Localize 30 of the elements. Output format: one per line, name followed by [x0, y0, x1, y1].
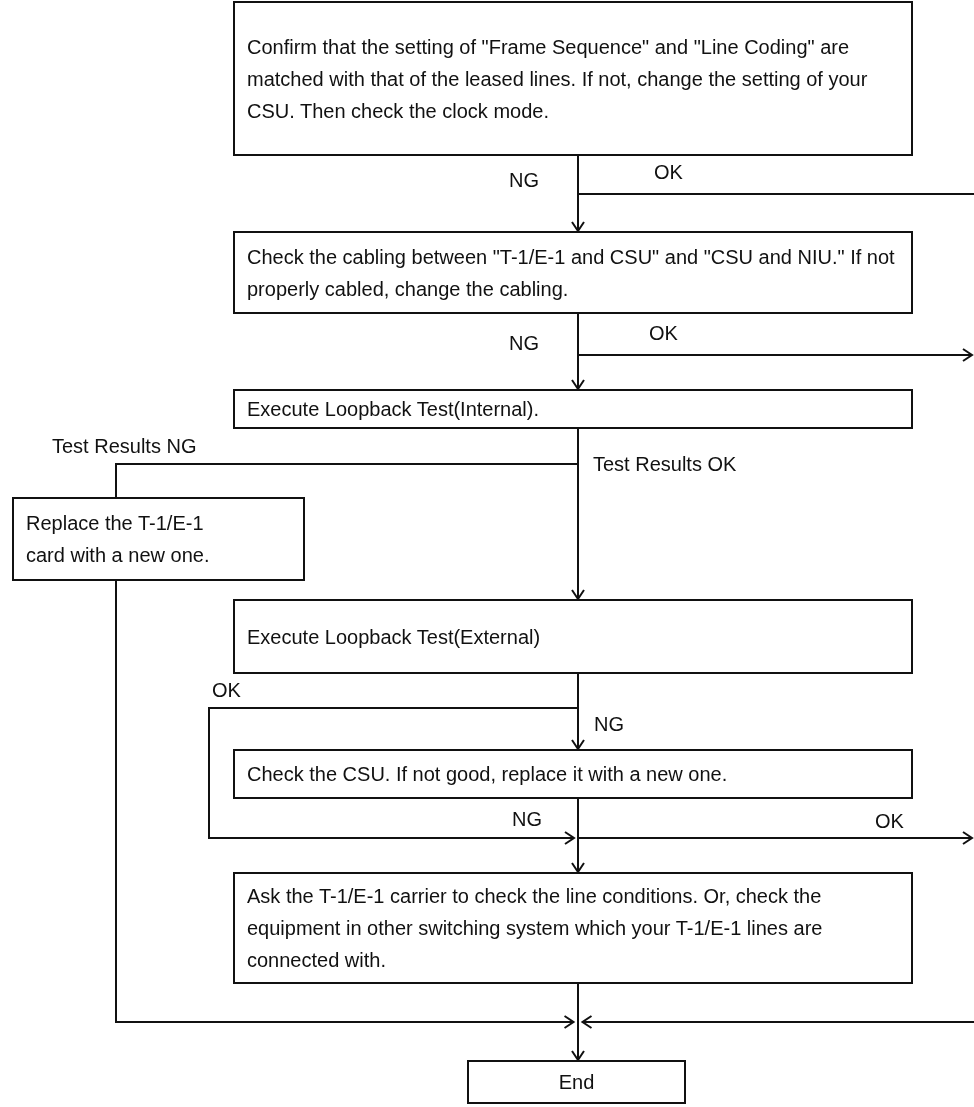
edge-label: OK — [654, 160, 683, 185]
branch-label: NG — [512, 807, 542, 832]
edge-label: Test Results OK — [593, 452, 738, 477]
connector-arrow — [571, 983, 585, 1061]
connector-arrow — [581, 1015, 974, 1029]
process-box — [233, 872, 913, 984]
box-text: Replace the T-1/E-1 card with a new one. — [26, 511, 211, 568]
process-box — [233, 389, 913, 429]
connector-arrow — [571, 428, 585, 600]
edge-label: OK — [649, 321, 678, 346]
connector-arrow — [115, 580, 575, 1029]
process-box — [233, 599, 913, 674]
edge-label: OK — [212, 678, 241, 703]
edge-label: Test Results NG — [52, 434, 198, 459]
terminal-box — [467, 1060, 686, 1104]
box-text: End — [558, 1070, 595, 1095]
box-text: Check the cabling between "T-1/E-1 and CSU" and "CSU and NIU." If not properly cabled, change the cabling. — [247, 244, 896, 302]
box-text: Check the CSU. If not good, replace it with a new one. — [247, 762, 728, 787]
process-box — [233, 749, 913, 799]
edge-label: NG — [509, 168, 539, 193]
process-box — [233, 1, 913, 156]
edge-label: OK — [875, 809, 904, 834]
box-text: Ask the T-1/E-1 carrier to check the line conditions. Or, check the equipment in other switching system which your T-1/E-1 lines are connected with. — [247, 884, 824, 973]
edge-label: NG — [594, 712, 624, 737]
process-box — [233, 231, 913, 314]
box-text: Execute Loopback Test(External) — [247, 624, 541, 650]
process-box — [12, 497, 305, 581]
box-text: Confirm that the setting of "Frame Sequence" and "Line Coding" are matched with that of the leased lines. If not, change the setting of your CSU. Then check the clock mode. — [247, 34, 869, 124]
edge-label: NG — [509, 331, 539, 356]
box-text: Execute Loopback Test(Internal). — [247, 397, 540, 422]
